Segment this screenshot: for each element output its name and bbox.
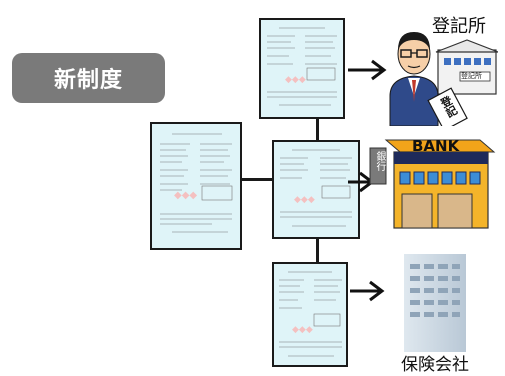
connector-vertical-bottom [316, 238, 319, 264]
svg-text:◆◆◆: ◆◆◆ [292, 325, 313, 335]
svg-text:◆◆◆: ◆◆◆ [174, 190, 197, 201]
registry-office-label: 登記所 [432, 16, 486, 37]
bank-vertical-sign: 銀行 [374, 151, 385, 171]
copy-document-registry: ◆◆◆ [259, 18, 345, 119]
bank-building-illustration [369, 139, 496, 229]
registry-officer-illustration [389, 32, 498, 126]
insurance-company-label: 保険会社 [401, 355, 469, 375]
connector-vertical-top [316, 118, 319, 142]
original-document: ◆◆◆ [150, 122, 242, 250]
insurance-building-illustration [404, 254, 466, 352]
copy-insurance-lines: ◆◆◆ [279, 271, 342, 357]
copy-registry-lines: ◆◆◆ [267, 27, 337, 106]
original-document-lines: ◆◆◆ [160, 133, 233, 233]
arrow-to-insurance [350, 280, 385, 302]
svg-text:◆◆◆: ◆◆◆ [294, 195, 315, 205]
bank-sign: BANK [412, 137, 460, 155]
registry-building-sign: 登記所 [461, 72, 482, 80]
new-system-label: 新制度 [53, 68, 123, 93]
connector-main-to-mid [241, 178, 274, 181]
svg-text:◆◆◆: ◆◆◆ [285, 75, 306, 85]
arrow-to-registry [348, 59, 387, 81]
copy-document-bank: ◆◆◆ [272, 140, 360, 239]
new-system-badge: 新制度 [12, 53, 165, 103]
copy-bank-lines: ◆◆◆ [280, 149, 352, 227]
copy-document-insurance: ◆◆◆ [272, 262, 348, 367]
